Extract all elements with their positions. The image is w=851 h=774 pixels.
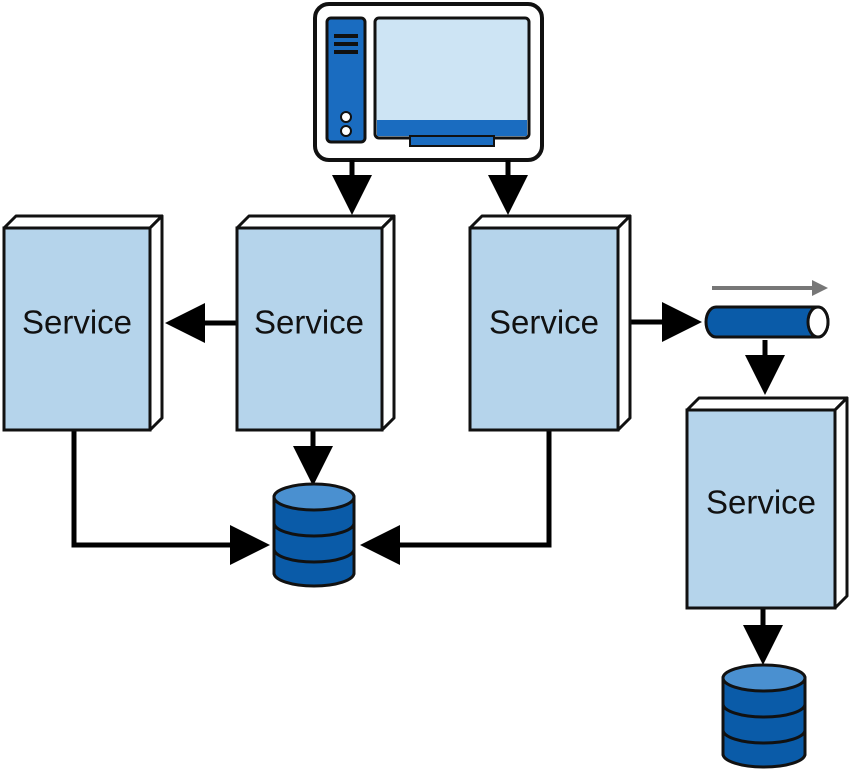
- connectors: [71, 160, 785, 665]
- message-queue-icon: [704, 305, 830, 339]
- service-box-1: Service: [2, 214, 164, 432]
- desktop-computer-icon: [313, 2, 544, 162]
- service-label: Service: [254, 304, 364, 341]
- service-label: Service: [706, 484, 816, 521]
- arrow-service-1-to-database: [71, 430, 270, 565]
- service-label: Service: [489, 304, 599, 341]
- arrow-service-3-to-database: [360, 430, 552, 565]
- service-label: Service: [22, 304, 132, 341]
- database-icon: [721, 663, 807, 769]
- computer-tower: [325, 16, 367, 144]
- database-icon: [272, 482, 356, 588]
- service-box-2: Service: [235, 214, 396, 432]
- service-box-3: Service: [468, 214, 632, 432]
- service-box-4: Service: [685, 396, 849, 610]
- right-arrow-icon: [712, 280, 828, 296]
